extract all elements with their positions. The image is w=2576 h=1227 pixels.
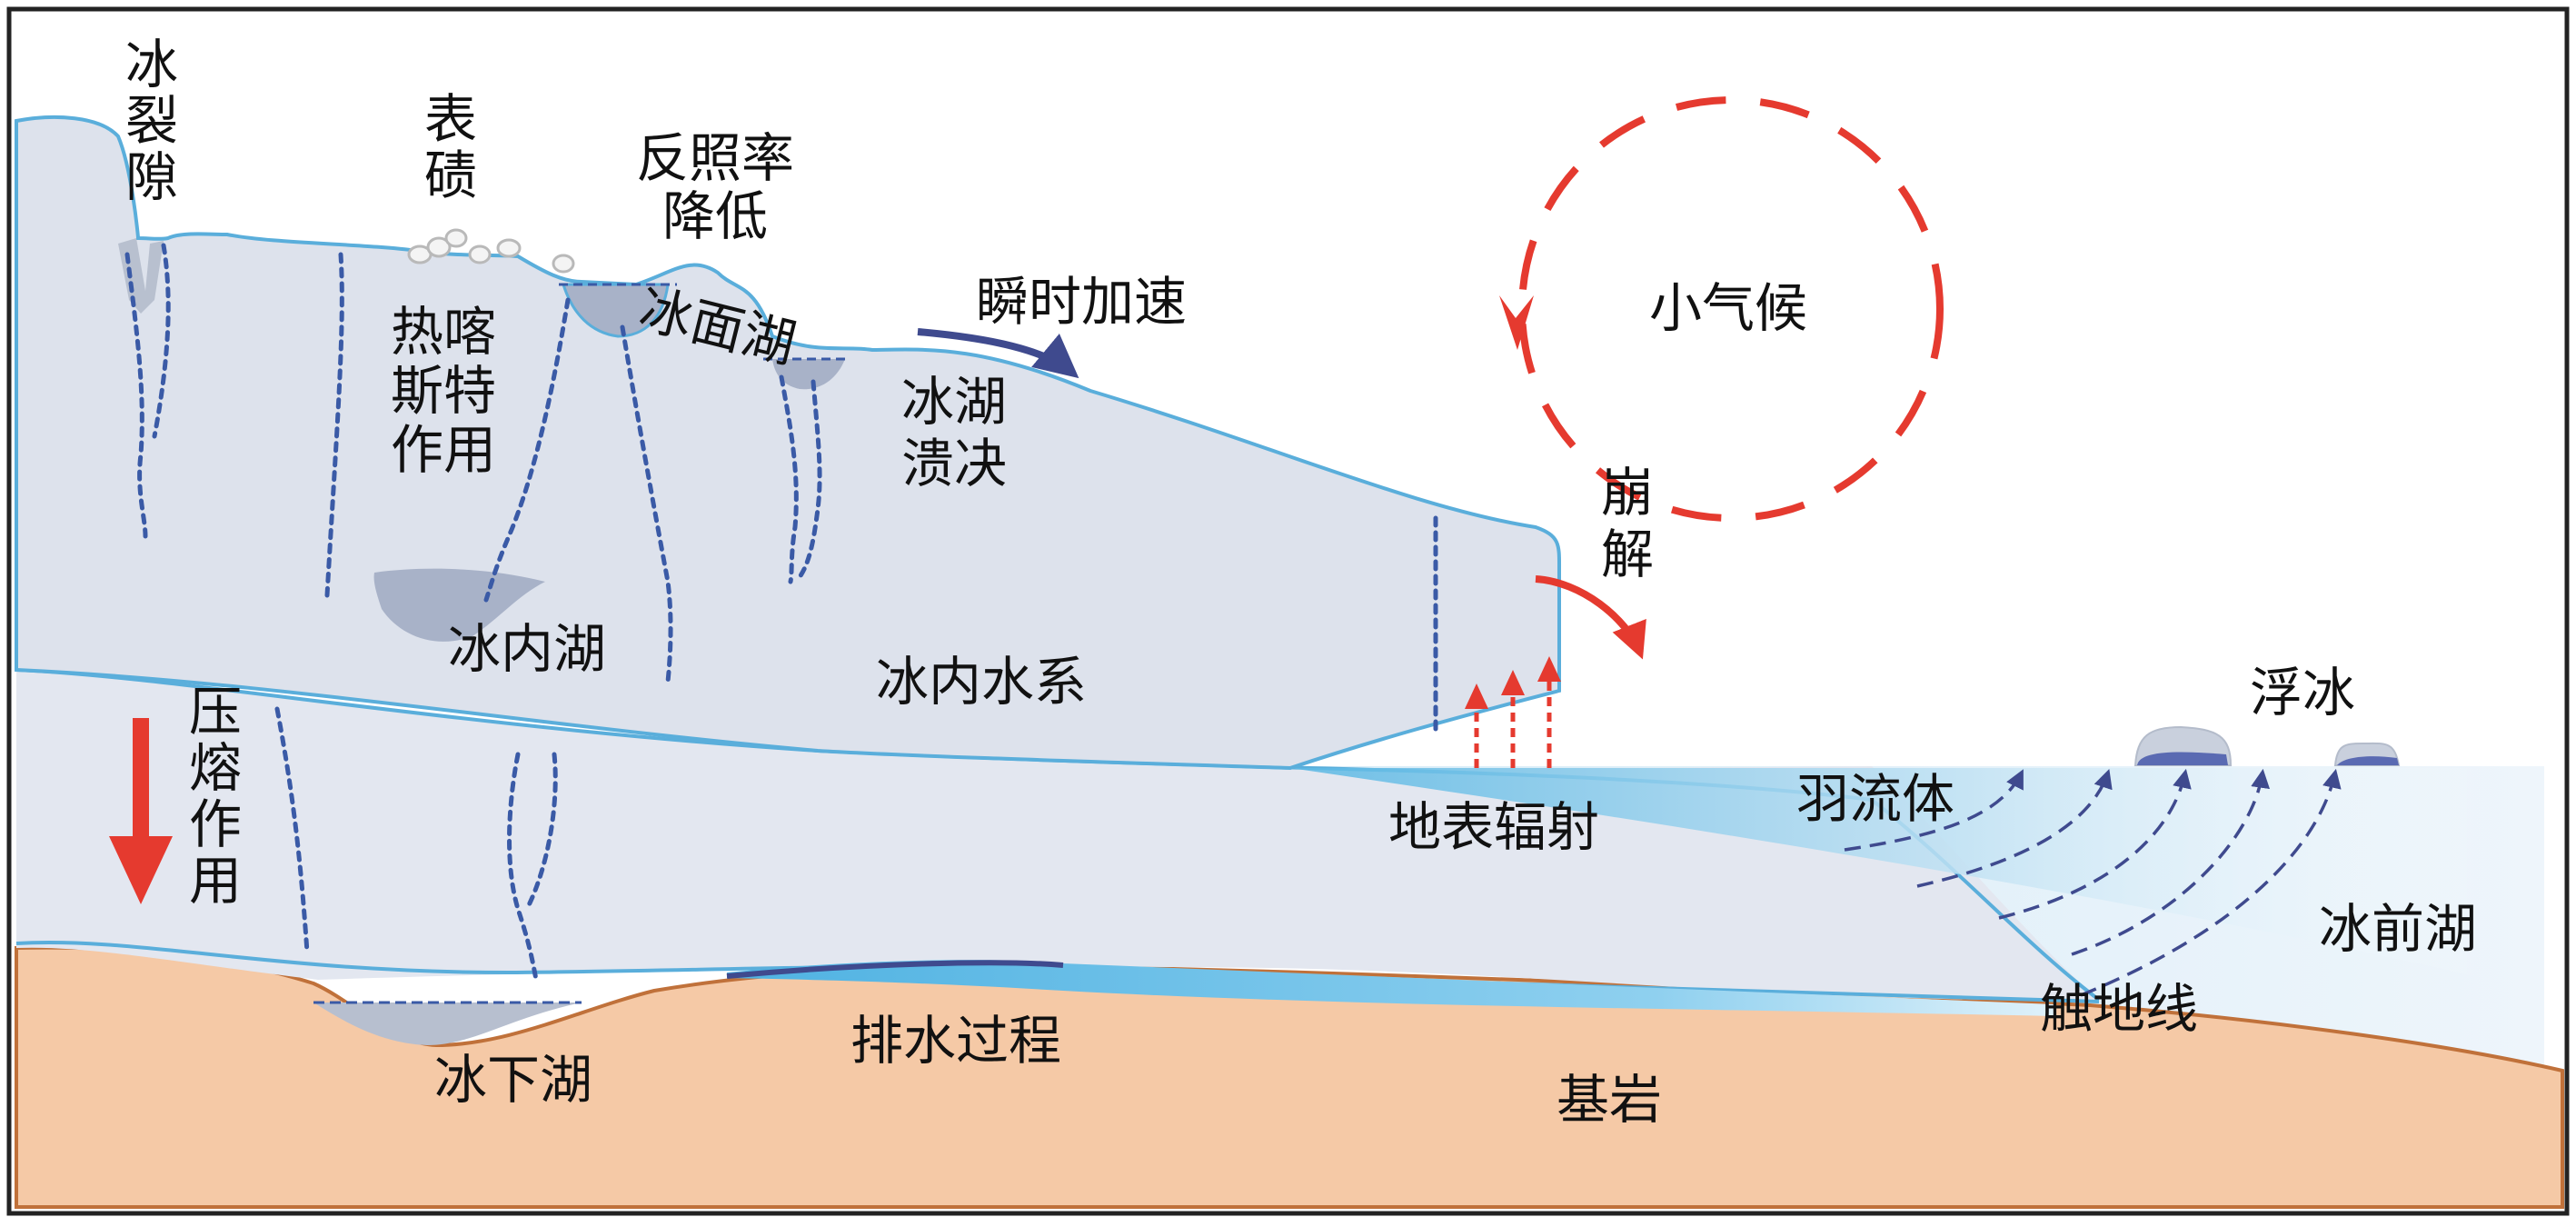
englacial-lake-label: 冰内湖 [448,618,607,680]
glof-label-line2: 溃决 [901,433,1008,494]
microclimate-loop [1518,96,1944,522]
englacial-lake-shape [373,568,545,642]
drainage-conduit [726,960,1064,979]
crevasse-label: 冰裂隙 [124,34,178,208]
calving-label-line1: 崩 [1601,462,1655,524]
instant-accel-arrow [917,328,1079,379]
albedo-label-line1: 反照率 [636,127,795,189]
surface-radiation-heads [1465,656,1561,709]
englacial-drainage-label: 冰内水系 [876,651,1088,713]
calving-label-line2: 解 [1601,524,1655,585]
plume-water [1290,768,2499,982]
subglacial-lake-shape [313,1003,582,1045]
albedo-label-line2: 降低 [662,185,769,247]
lower-glacier-body [16,670,2099,1001]
surface-radiation-arrows [1474,673,1552,768]
debris-label: 表碛 [423,88,477,206]
proglacial-lake-label: 冰前湖 [2319,898,2478,960]
pressure-melt-label: 压熔作用 [188,681,242,912]
floating-ice [2133,725,2401,766]
subglacial-lake-label: 冰下湖 [434,1049,593,1111]
thermokarst-label-line3: 作用 [391,419,497,481]
pressure-melt-arrow [109,718,173,904]
supraglacial-lake-1 [561,283,670,338]
plume-label: 羽流体 [1796,768,1955,830]
instant-accel-label: 瞬时加速 [976,271,1188,333]
grounding-line-label: 触地线 [2040,978,2199,1040]
plume-arrows [1844,768,2342,997]
supraglacial-lake-2 [772,359,845,390]
drainage-process-label: 排水过程 [850,1010,1062,1072]
subglacial-channel [727,960,2054,1016]
thermokarst-label-line2: 斯特 [391,360,497,422]
floating-ice-label: 浮冰 [2250,662,2356,723]
microclimate-label: 小气候 [1649,277,1808,339]
microclimate-arrowhead [1499,295,1534,350]
calving-arrow [1535,575,1646,660]
bedrock-label: 基岩 [1557,1069,1663,1131]
debris-stones [407,228,575,274]
glof-label-line1: 冰湖 [901,371,1008,433]
thermokarst-label-line1: 热喀 [391,301,497,363]
surface-radiation-label: 地表辐射 [1388,796,1600,858]
englacial-channels [124,243,1438,983]
